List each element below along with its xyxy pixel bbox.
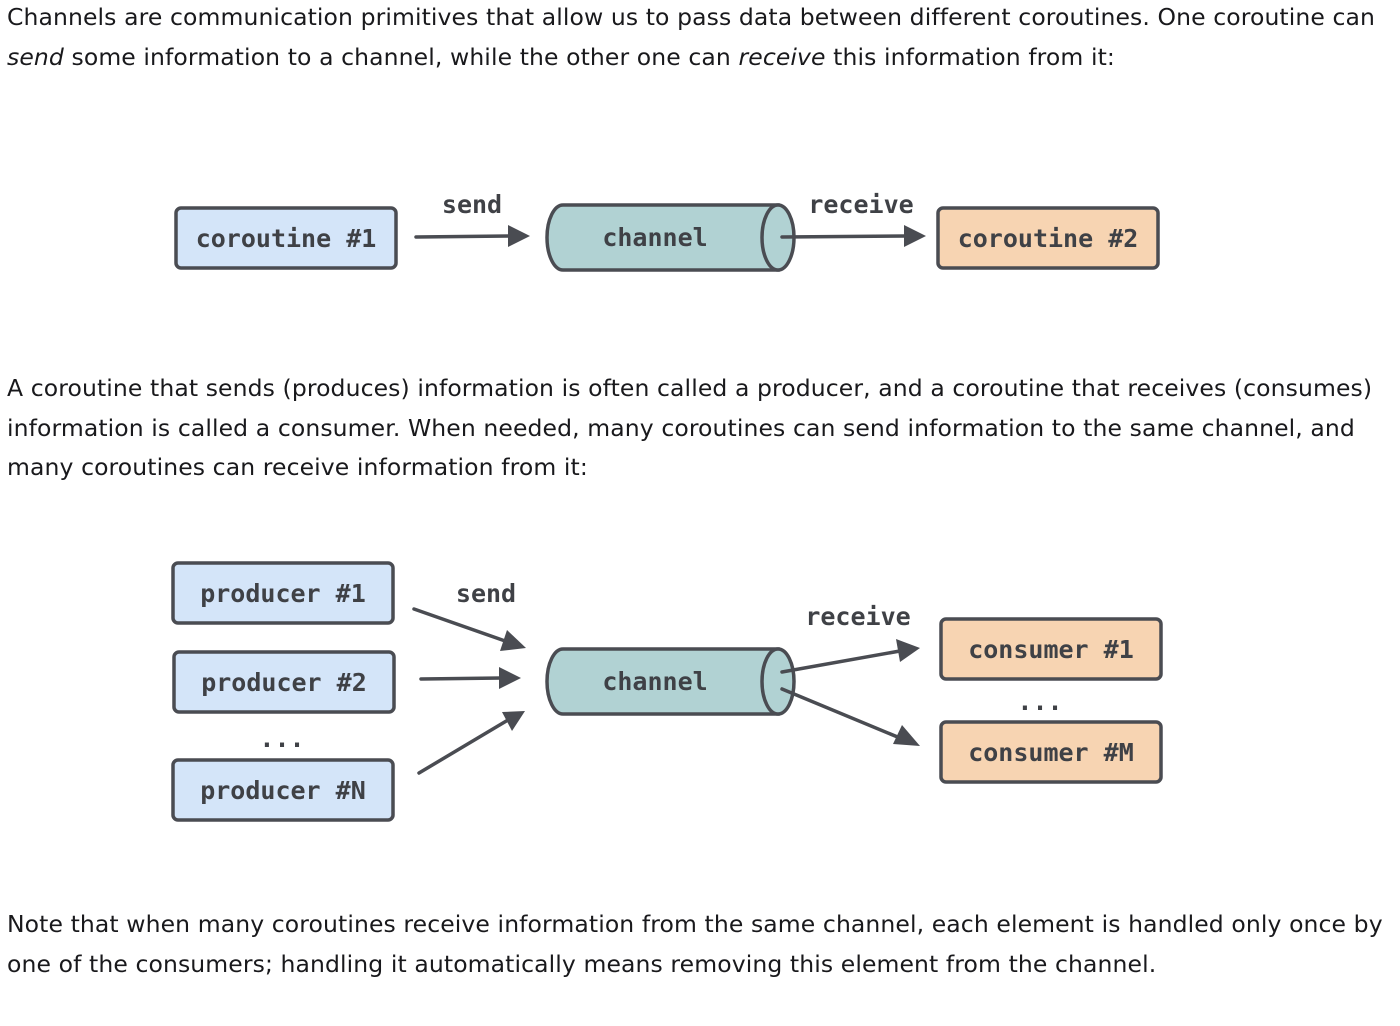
- send-label: send: [442, 190, 502, 219]
- note-paragraph: Note that when many coroutines receive i…: [7, 910, 1383, 978]
- intro-emphasis-receive: receive: [738, 42, 826, 71]
- receiver-box: [936, 206, 1160, 270]
- producer-label-2: producer #2: [201, 668, 367, 697]
- intro-paragraph: Channels are communication primitives th…: [7, 0, 1397, 77]
- producer-n-arrow-shaft: [417, 718, 510, 775]
- producer-ellipsis: ...: [259, 724, 304, 753]
- channel-cylinder-body: [545, 647, 780, 716]
- sender-box: [174, 206, 398, 270]
- producer-label-n: producer #N: [200, 776, 366, 805]
- receiver-label: coroutine #2: [958, 224, 1139, 253]
- consumer-box-1: [939, 617, 1163, 681]
- single-channel-diagram-svg: coroutine #1 send channel receive corout…: [174, 190, 1160, 272]
- producer-2-arrow-shaft: [419, 676, 504, 681]
- producer-label-1: producer #1: [200, 579, 366, 608]
- consumer-box-m: [939, 720, 1163, 784]
- receive-arrow-head: [904, 225, 926, 247]
- producer-consumer-paragraph: A coroutine that sends (produces) inform…: [7, 374, 1373, 481]
- producer-box-n: [171, 758, 395, 822]
- channel-label: channel: [602, 223, 707, 252]
- channel-label: channel: [602, 667, 707, 696]
- consumer-label-m: consumer #M: [968, 738, 1134, 767]
- consumer-m-arrow-shaft: [780, 687, 902, 740]
- consumer-m-arrow-head: [893, 725, 920, 746]
- multi-channel-diagram-svg: producer #1 producer #2 ... producer #N …: [171, 561, 1163, 822]
- intro-text-2: some information to a channel, while the…: [63, 42, 739, 71]
- consumer-ellipsis: ...: [1017, 687, 1062, 716]
- send-arrow-shaft: [414, 234, 512, 239]
- sender-label: coroutine #1: [196, 224, 377, 253]
- send-label: send: [456, 579, 516, 608]
- producer-n-arrow-head: [502, 711, 525, 731]
- intro-text-3: this information from it:: [825, 42, 1115, 71]
- receive-label: receive: [805, 602, 910, 631]
- intro-text-1: Channels are communication primitives th…: [7, 3, 1376, 31]
- consumer-label-1: consumer #1: [968, 635, 1134, 664]
- receive-arrow-shaft: [780, 234, 908, 239]
- producer-box-2: [172, 650, 396, 714]
- producer-1-arrow-shaft: [412, 607, 510, 644]
- intro-emphasis-send: send: [7, 42, 64, 71]
- producer-box-1: [171, 561, 395, 625]
- producer-1-arrow-head: [500, 630, 526, 651]
- receive-label: receive: [808, 190, 913, 219]
- multi-channel-diagram: producer #1 producer #2 ... producer #N …: [0, 550, 1400, 840]
- send-arrow-head: [508, 225, 530, 247]
- consumer-1-arrow-shaft: [780, 649, 902, 674]
- channel-cylinder-body: [545, 203, 780, 272]
- channel-cylinder-end: [760, 647, 796, 716]
- single-channel-diagram: coroutine #1 send channel receive corout…: [0, 180, 1400, 290]
- consumer-1-arrow-head: [896, 639, 920, 662]
- producer-2-arrow-head: [499, 667, 521, 689]
